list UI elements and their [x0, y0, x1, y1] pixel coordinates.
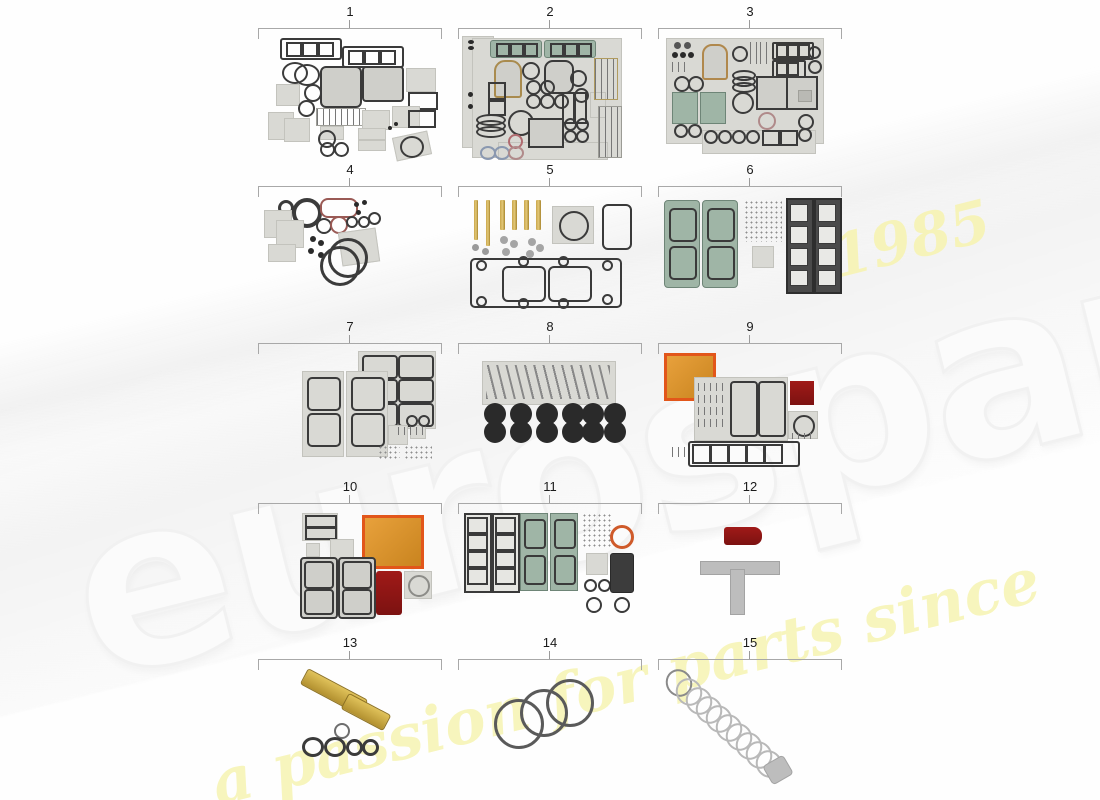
- part-art-cover-gasket-and-filter: [258, 509, 442, 634]
- part-art-orange-filter-gasket-set: [658, 349, 842, 474]
- leader-tick: [549, 335, 550, 344]
- part-art-valve-springs-and-retainers: [458, 349, 642, 474]
- leader-tick: [749, 495, 750, 504]
- part-number-label: 15: [742, 635, 758, 650]
- part-number-label: 6: [746, 162, 754, 177]
- part-bracket: [458, 343, 642, 354]
- part-art-full-gasket-set-spread: [258, 34, 442, 162]
- part-art-gasket-sheet-large-a: [458, 34, 642, 160]
- part-number-label: 3: [746, 4, 754, 19]
- part-number-label: 13: [342, 635, 358, 650]
- part-art-crankcase-gasket-set: [258, 349, 442, 474]
- leader-tick: [549, 20, 550, 29]
- part-bracket: [458, 28, 642, 39]
- part-number-label: 11: [543, 479, 557, 494]
- part-art-valve-spring-coil: [658, 664, 842, 790]
- part-art-gasket-sheet-large-b: [658, 34, 842, 159]
- leader-tick: [749, 178, 750, 187]
- part-bracket: [258, 659, 442, 670]
- leader-tick: [549, 495, 550, 504]
- part-number-label: 1: [346, 4, 354, 19]
- leader-tick: [349, 20, 350, 29]
- leader-tick: [349, 335, 350, 344]
- part-art-seal-ring-kit: [258, 192, 442, 317]
- part-bracket: [458, 503, 642, 514]
- part-bracket: [658, 343, 842, 354]
- part-bracket: [658, 28, 842, 39]
- part-number-label: 8: [546, 319, 554, 334]
- part-bracket: [458, 659, 642, 670]
- part-number-label: 7: [346, 319, 354, 334]
- leader-tick: [349, 178, 350, 187]
- leader-tick: [749, 651, 750, 660]
- part-number-label: 5: [546, 162, 554, 177]
- watermark-year: 1985: [824, 186, 998, 292]
- part-number-label: 2: [546, 4, 554, 19]
- part-bracket: [258, 186, 442, 197]
- part-number-label: 14: [542, 635, 558, 650]
- part-number-label: 9: [746, 319, 754, 334]
- part-number-label: 12: [742, 479, 758, 494]
- leader-tick: [749, 20, 750, 29]
- leader-tick: [749, 335, 750, 344]
- part-bracket: [258, 343, 442, 354]
- leader-tick: [549, 178, 550, 187]
- part-art-red-sleeve-and-t-tool: [658, 509, 842, 634]
- part-art-piston-rings: [458, 665, 642, 790]
- part-art-brass-guides-and-seals: [258, 665, 442, 790]
- part-number-label: 4: [346, 162, 354, 177]
- part-bracket: [458, 186, 642, 197]
- part-art-green-cover-gaskets: [658, 192, 842, 317]
- leader-tick: [549, 651, 550, 660]
- part-bracket: [258, 28, 442, 39]
- leader-tick: [349, 651, 350, 660]
- part-art-bolts-and-cover-gasket: [458, 192, 642, 317]
- part-bracket: [658, 503, 842, 514]
- part-bracket: [258, 503, 442, 514]
- part-bracket: [658, 186, 842, 197]
- part-art-gasket-stack-and-oil-filter: [458, 509, 642, 634]
- part-number-label: 10: [342, 479, 358, 494]
- leader-tick: [349, 495, 350, 504]
- part-bracket: [658, 659, 842, 670]
